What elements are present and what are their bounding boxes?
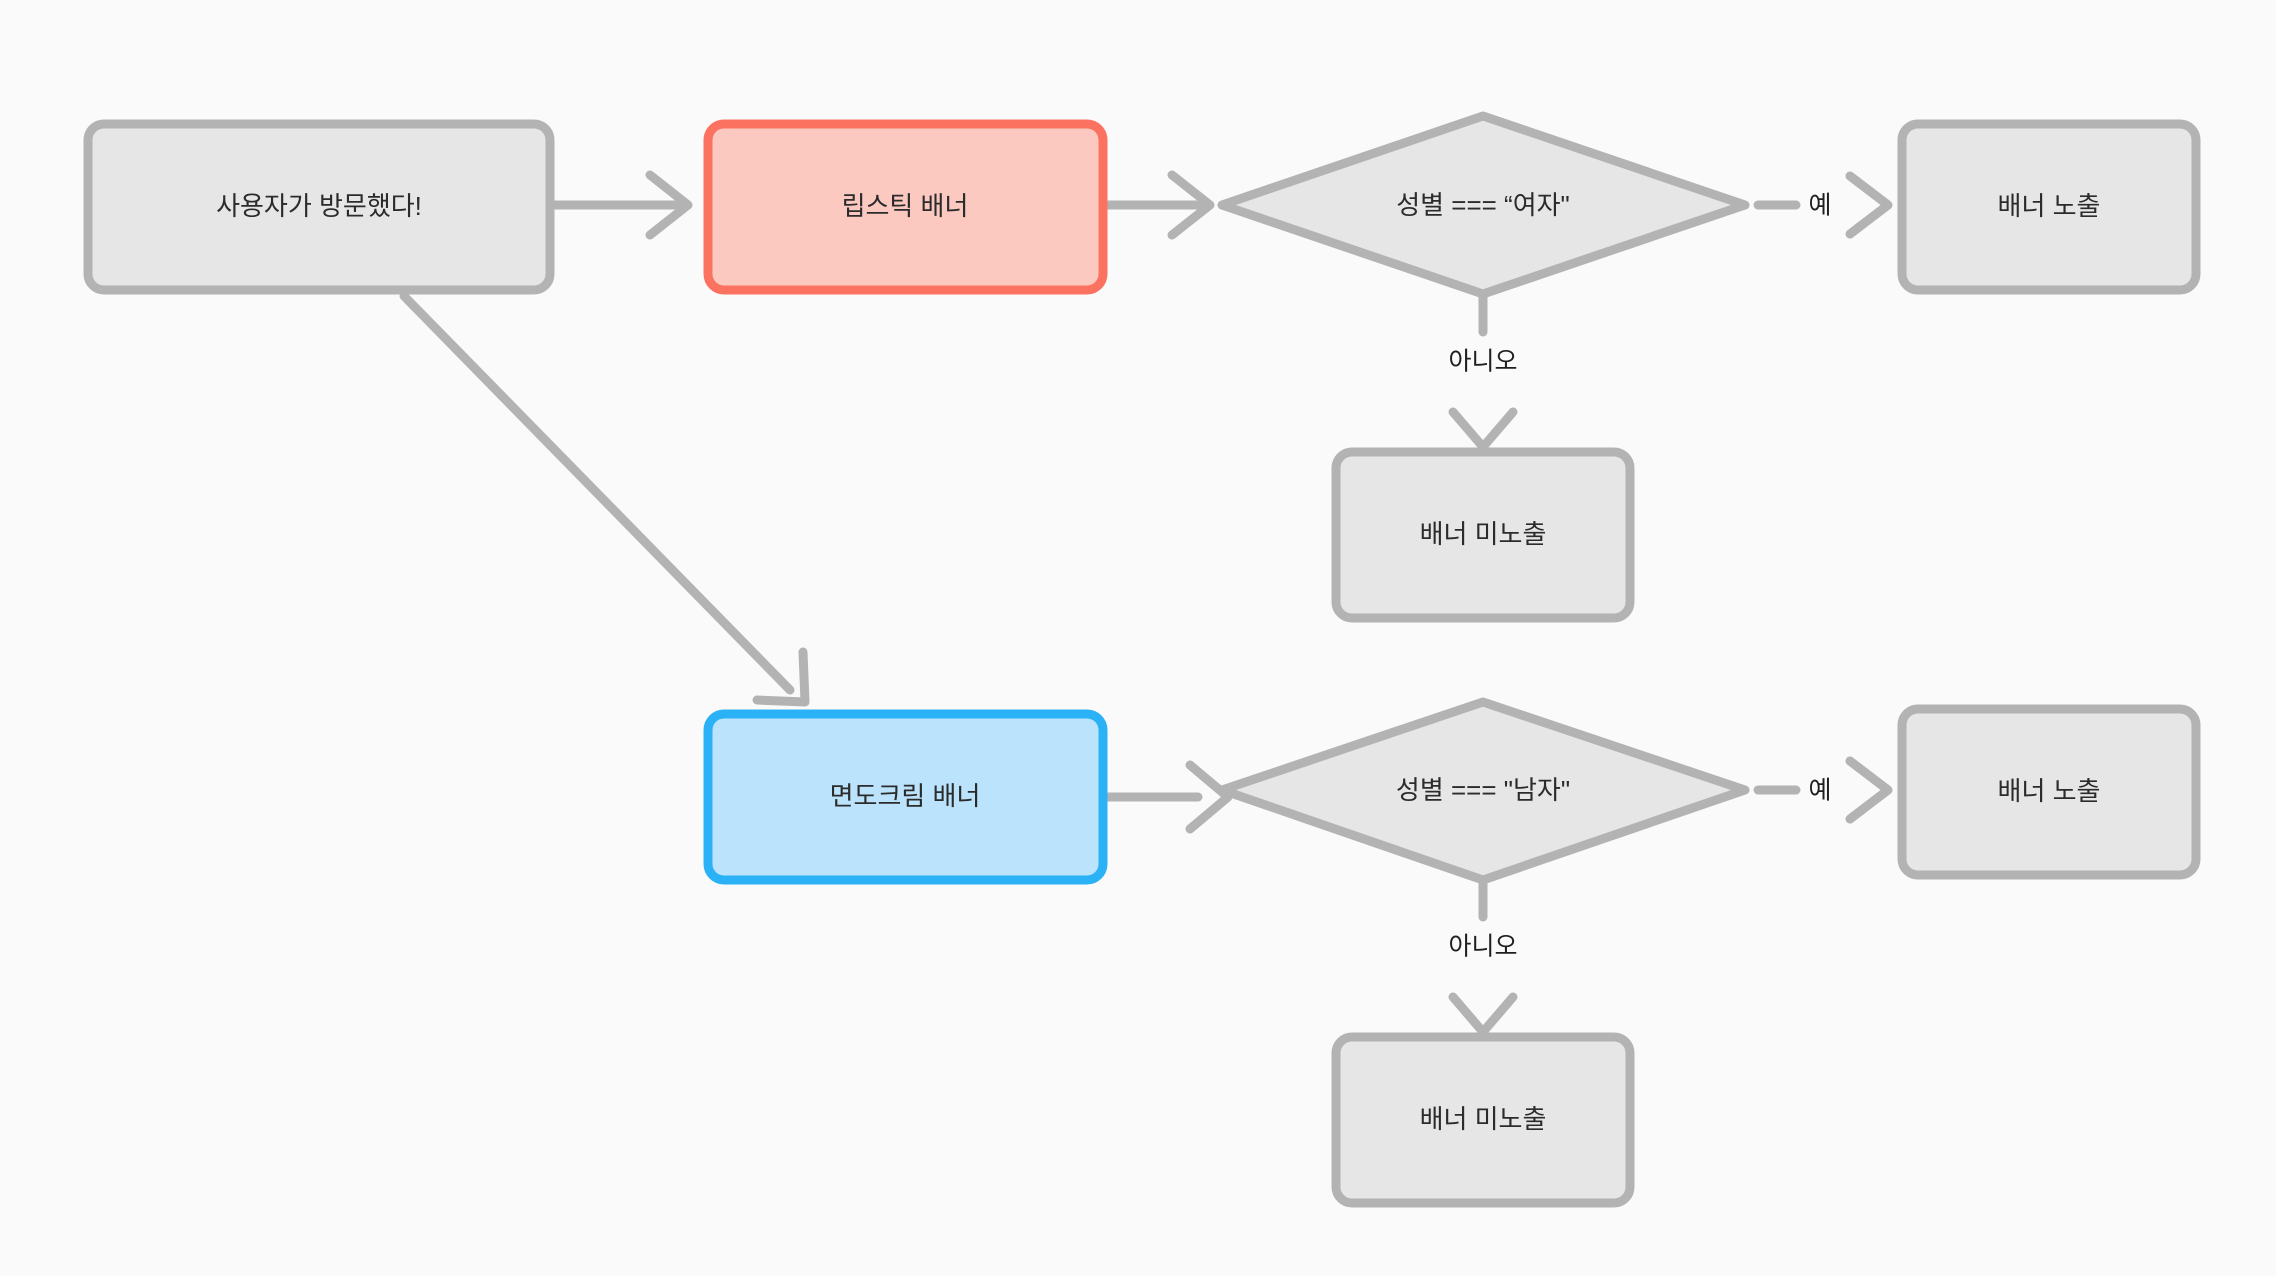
node-cond-female-shape — [1217, 111, 1750, 299]
edge-start-to-lipstick — [550, 170, 693, 240]
edge-cond-male-no: 아니오 — [1448, 878, 1518, 1037]
node-cond-female[interactable]: 성별 === “여자" — [1217, 111, 1750, 299]
node-show-banner-male[interactable]: 배너 노출 — [1897, 704, 2201, 880]
node-lipstick-banner[interactable]: 립스틱 배너 — [703, 119, 1108, 295]
node-show-banner-female-label: 배너 노출 — [1998, 191, 2101, 221]
node-lipstick-banner-shape — [703, 119, 1108, 295]
arrowhead-icon — [1845, 171, 1893, 239]
edge-start-to-shavecream — [399, 291, 810, 707]
arrowhead-icon — [752, 647, 810, 707]
arrowhead-icon — [1845, 756, 1893, 824]
edge-label-yes-bottom: 예 — [1808, 777, 1831, 805]
edge-lipstick-to-cond-female — [1103, 170, 1215, 240]
edge-shavecream-to-cond-male — [1103, 760, 1233, 834]
edge-cond-female-no: 아니오 — [1448, 291, 1518, 452]
node-cond-male-shape — [1217, 697, 1750, 885]
node-cond-female-label: 성별 === “여자" — [1396, 190, 1570, 220]
node-lipstick-banner-label: 립스틱 배너 — [842, 191, 969, 221]
node-cond-male[interactable]: 성별 === "남자" — [1217, 697, 1750, 885]
arrowhead-icon — [1185, 760, 1233, 834]
node-hide-banner-male[interactable]: 배너 미노출 — [1331, 1032, 1635, 1208]
arrowhead-icon — [645, 170, 693, 240]
node-start[interactable]: 사용자가 방문했다! — [83, 119, 555, 295]
node-show-banner-female[interactable]: 배너 노출 — [1897, 119, 2201, 295]
arrowhead-icon — [1448, 407, 1518, 452]
edge-label-no-bottom: 아니오 — [1448, 933, 1517, 961]
node-show-banner-male-shape — [1897, 704, 2201, 880]
node-hide-banner-female[interactable]: 배너 미노출 — [1331, 447, 1635, 623]
node-hide-banner-female-label: 배너 미노출 — [1420, 519, 1547, 549]
node-shavecream-banner-label: 면도크림 배너 — [830, 781, 981, 811]
arrowhead-icon — [1448, 992, 1518, 1037]
node-cond-male-label: 성별 === "남자" — [1396, 775, 1570, 805]
node-show-banner-female-shape — [1897, 119, 2201, 295]
node-shavecream-banner-shape — [703, 709, 1108, 885]
node-start-label: 사용자가 방문했다! — [216, 191, 422, 221]
edge-line — [399, 291, 795, 695]
edge-cond-female-yes: 예 — [1753, 171, 1893, 239]
node-hide-banner-female-shape — [1331, 447, 1635, 623]
node-hide-banner-male-label: 배너 미노출 — [1420, 1104, 1547, 1134]
node-start-shape — [83, 119, 555, 295]
edge-label-no-top: 아니오 — [1448, 348, 1517, 376]
node-show-banner-male-label: 배너 노출 — [1998, 776, 2101, 806]
node-shavecream-banner[interactable]: 면도크림 배너 — [703, 709, 1108, 885]
edge-cond-male-yes: 예 — [1753, 756, 1893, 824]
node-hide-banner-male-shape — [1331, 1032, 1635, 1208]
edge-label-yes-top: 예 — [1808, 192, 1831, 220]
arrowhead-icon — [1167, 170, 1215, 240]
